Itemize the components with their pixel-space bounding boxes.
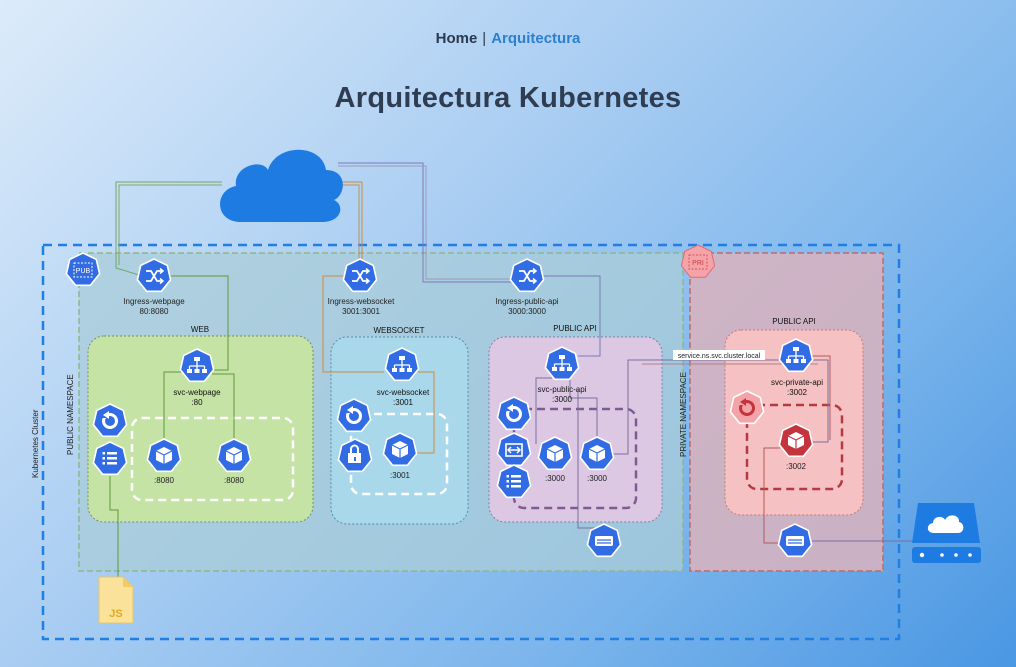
private-api-pod-port: :3002 bbox=[786, 462, 807, 471]
public-api-pod-2-icon bbox=[580, 437, 613, 469]
private-api-replicaset-box bbox=[745, 403, 844, 491]
pri-namespace-icon: PRI bbox=[680, 244, 716, 278]
cluster-label: Kubernetes Cluster bbox=[31, 409, 40, 478]
svc-public-api-name: svc-public-api bbox=[538, 385, 587, 394]
ingress-websocket-port: 3001:3001 bbox=[342, 307, 380, 316]
svc-private-api-name: svc-private-api bbox=[771, 378, 823, 387]
web-deployment-icon bbox=[93, 404, 126, 436]
web-group bbox=[87, 335, 314, 523]
connector-private-svc-pod bbox=[810, 355, 831, 440]
svc-webpage-port: :80 bbox=[191, 398, 203, 407]
connector-svc-public-api-pods bbox=[535, 377, 598, 444]
connector-svc-webpage-pod-1 bbox=[163, 371, 182, 438]
dns-label-box bbox=[673, 350, 765, 360]
svc-websocket-name: svc-websocket bbox=[377, 388, 430, 397]
private-api-volume-icon bbox=[778, 524, 811, 556]
cluster-boundary bbox=[41, 243, 901, 641]
connector-cloud-ingress-websocket-2 bbox=[336, 184, 360, 262]
public-api-pod-2-port: :3000 bbox=[587, 474, 608, 483]
svc-private-api-icon bbox=[779, 339, 812, 371]
connector-cloud-ingress-webpage-2 bbox=[118, 184, 222, 265]
ingress-websocket-icon bbox=[343, 259, 376, 291]
private-api-pod-icon bbox=[778, 423, 814, 458]
connector-cloud-ingress-public-api bbox=[338, 162, 512, 283]
public-api-deployment-icon bbox=[497, 397, 530, 429]
connector-cloud-ingress-public-api-2 bbox=[338, 165, 512, 280]
cloud-storage-icon bbox=[912, 503, 981, 563]
svc-private-api-port: :3002 bbox=[787, 388, 808, 397]
pri-badge-text: PRI bbox=[692, 260, 704, 267]
breadcrumb: Home|Arquitectura bbox=[0, 30, 1016, 47]
ingress-public-api-icon bbox=[510, 259, 543, 291]
ingress-websocket-name: Ingress-websocket bbox=[328, 297, 395, 306]
connector-ingress-public-api-svc bbox=[543, 275, 601, 357]
page-title: Arquitectura Kubernetes bbox=[334, 82, 682, 114]
web-pod-1-port: :8080 bbox=[154, 476, 175, 485]
svc-webpage-icon bbox=[180, 349, 213, 381]
connector-ingress-websocket-svc bbox=[322, 275, 384, 373]
js-file-icon: JS bbox=[98, 576, 134, 624]
websocket-deployment-icon bbox=[337, 399, 370, 431]
dns-label: service.ns.svc.cluster.local bbox=[678, 353, 761, 360]
breadcrumb-separator: | bbox=[482, 30, 487, 47]
js-file-label: JS bbox=[109, 608, 122, 620]
public-api-configmap-icon bbox=[497, 465, 530, 497]
web-replicaset-box bbox=[130, 416, 295, 502]
ingress-public-api-port: 3000:3000 bbox=[508, 307, 546, 316]
public-api-pod-1-icon bbox=[538, 437, 571, 469]
connector-cloud-ingress-webpage bbox=[115, 181, 222, 276]
breadcrumb-current-link[interactable]: Arquitectura bbox=[491, 30, 581, 47]
connector-svc-webpage-pod-2 bbox=[212, 373, 235, 438]
breadcrumb-home-link[interactable]: Home bbox=[435, 30, 478, 47]
web-group-label: WEB bbox=[191, 325, 209, 334]
ingress-public-api-name: Ingress-public-api bbox=[495, 297, 558, 306]
connector-svc-websocket-pod bbox=[416, 371, 435, 454]
web-pod-2-icon bbox=[217, 439, 250, 471]
web-configmap-icon bbox=[93, 442, 126, 474]
public-api-volume-icon bbox=[587, 524, 620, 556]
public-api-group-label: PUBLIC API bbox=[553, 324, 597, 333]
cloud-icon bbox=[220, 149, 343, 222]
private-api-deployment-icon bbox=[729, 390, 765, 425]
public-namespace-label: PUBLIC NAMESPACE bbox=[66, 374, 75, 455]
ingress-webpage-port: 80:8080 bbox=[140, 307, 169, 316]
websocket-secret-icon bbox=[338, 439, 371, 471]
public-api-pod-1-port: :3000 bbox=[545, 474, 566, 483]
websocket-pod-icon bbox=[383, 433, 416, 465]
svc-public-api-icon bbox=[545, 347, 578, 379]
connector-ingress-webpage-svc bbox=[170, 275, 229, 371]
websocket-group-label: WEBSOCKET bbox=[373, 326, 424, 335]
ingress-webpage-name: Ingress-webpage bbox=[123, 297, 185, 306]
private-namespace-label: PRIVATE NAMESPACE bbox=[679, 372, 688, 457]
svc-websocket-port: :3001 bbox=[393, 398, 414, 407]
public-api-group bbox=[488, 336, 663, 523]
pub-namespace-icon: PUB bbox=[66, 253, 99, 285]
websocket-pod-port: :3001 bbox=[390, 471, 411, 480]
connector-js-configmap bbox=[109, 476, 119, 580]
svc-websocket-icon bbox=[385, 348, 418, 380]
web-pod-2-port: :8080 bbox=[224, 476, 245, 485]
pub-badge-text: PUB bbox=[76, 268, 91, 275]
ingress-webpage-icon bbox=[137, 259, 170, 291]
svc-public-api-port: :3000 bbox=[552, 395, 573, 404]
svc-webpage-name: svc-webpage bbox=[173, 388, 221, 397]
private-api-group-label: PUBLIC API bbox=[772, 317, 816, 326]
connector-private-pod-volume bbox=[763, 447, 780, 544]
web-pod-1-icon bbox=[147, 439, 180, 471]
connector-cloud-ingress-websocket bbox=[336, 181, 363, 262]
public-api-hpa-icon bbox=[497, 433, 530, 465]
